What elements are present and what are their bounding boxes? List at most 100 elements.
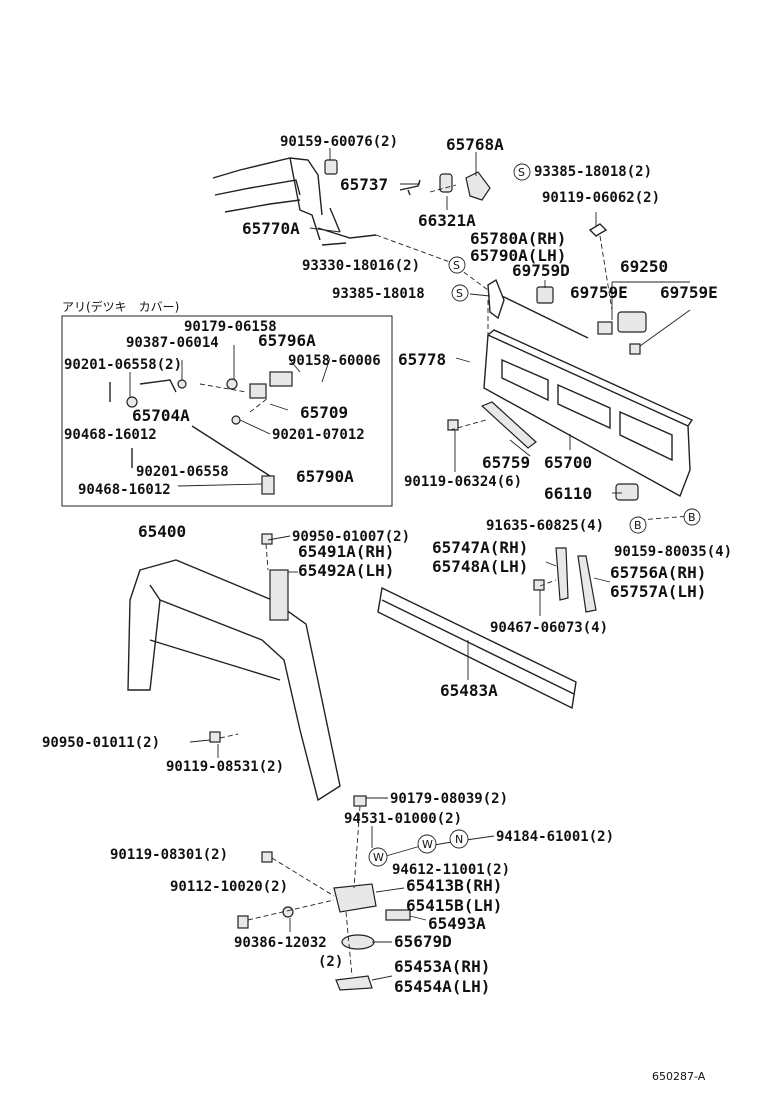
label-65492a-lh: 65492A(LH) — [298, 561, 394, 580]
label-90179-06158: 90179-06158 — [184, 319, 277, 335]
label-65778: 65778 — [398, 350, 446, 369]
label-90159-80035: 90159-80035(4) — [614, 544, 732, 560]
label-90112-10020: 90112-10020(2) — [170, 879, 288, 895]
label-69759e-a: 69759E — [570, 283, 628, 302]
label-90179-08039: 90179-08039(2) — [390, 791, 508, 807]
part-66321a-drawing — [439, 173, 453, 193]
label-65493a: 65493A — [428, 914, 486, 933]
symbol-w2: W — [417, 834, 437, 854]
symbol-s1: S — [513, 163, 531, 181]
symbol-n1: N — [449, 829, 469, 849]
label-65415b-lh: 65415B(LH) — [406, 896, 502, 915]
label-91635-60825: 91635-60825(4) — [486, 518, 604, 534]
inset-parts — [109, 371, 293, 495]
label-94531-01000: 94531-01000(2) — [344, 811, 462, 827]
label-90158-60006: 90158-60006 — [288, 353, 381, 369]
part-65493a-drawing — [385, 909, 411, 921]
block-69759d-drawing — [536, 286, 554, 304]
label-90386-12032: 90386-12032 — [234, 935, 327, 951]
label-90119-08301: 90119-08301(2) — [110, 847, 228, 863]
label-65757a-lh: 65757A(LH) — [610, 582, 706, 601]
explode-lines — [219, 184, 691, 977]
latch-drawing — [465, 171, 491, 201]
svg-text:W: W — [422, 838, 433, 851]
strip-65747a-drawing — [555, 547, 569, 601]
label-90468-16012-a: 90468-16012 — [64, 427, 157, 443]
svg-text:S: S — [456, 287, 463, 300]
symbol-w1: W — [368, 847, 388, 867]
leader-lines — [129, 148, 691, 981]
label-65759: 65759 — [482, 453, 530, 472]
label-65704a: 65704A — [132, 406, 190, 425]
link-rod-drawing — [317, 207, 377, 246]
lock-69250-drawing — [617, 311, 647, 333]
label-65453a-rh: 65453A(RH) — [394, 957, 490, 976]
svg-text:B: B — [688, 511, 696, 524]
label-65790a-lh: 65790A(LH) — [470, 246, 566, 265]
label-65756a-rh: 65756A(RH) — [610, 563, 706, 582]
svg-text:W: W — [373, 851, 384, 864]
label-69759e-b: 69759E — [660, 283, 718, 302]
label-93385-18018-2: 93385-18018(2) — [534, 164, 652, 180]
label-65737: 65737 — [340, 175, 388, 194]
svg-text:S: S — [453, 259, 460, 272]
bolt-drawing — [588, 223, 608, 237]
label-65768a: 65768A — [446, 135, 504, 154]
label-69759d: 69759D — [512, 261, 570, 280]
block-65491a-drawing — [269, 569, 289, 621]
label-90159-60076: 90159-60076(2) — [280, 134, 398, 150]
label-65400: 65400 — [138, 522, 186, 541]
tailgate-drawing — [483, 329, 694, 498]
label-90201-06558-2: 90201-06558(2) — [64, 357, 182, 373]
label-66321a: 66321A — [418, 211, 476, 230]
label-90468-16012-b: 90468-16012 — [78, 482, 171, 498]
label-69250: 69250 — [620, 257, 668, 276]
inset-title: アリ(デツキ カバー) — [62, 299, 179, 314]
label-65454a-lh: 65454A(LH) — [394, 977, 490, 996]
label-93385-18018: 93385-18018 — [332, 286, 425, 302]
label-94612-11001: 94612-11001(2) — [392, 862, 510, 878]
label-65709: 65709 — [300, 403, 348, 422]
label-65700: 65700 — [544, 453, 592, 472]
label-93330-18016: 93330-18016(2) — [302, 258, 420, 274]
symbol-b2: B — [683, 508, 701, 526]
figure-code: 650287-A — [652, 1070, 706, 1083]
label-65780a-rh: 65780A(RH) — [470, 229, 566, 248]
strip-65756a-drawing — [577, 555, 597, 613]
small-bolts — [209, 159, 641, 929]
label-90950-01007: 90950-01007(2) — [292, 529, 410, 545]
symbol-s2: S — [448, 256, 466, 274]
svg-text:B: B — [634, 519, 642, 532]
label-65748a-lh: 65748A(LH) — [432, 557, 528, 576]
label-65679d: 65679D — [394, 932, 452, 951]
label-90387-06014: 90387-06014 — [126, 335, 219, 351]
svg-text:N: N — [455, 833, 463, 846]
part-66110-drawing — [615, 483, 639, 501]
label-90950-01011: 90950-01011(2) — [42, 735, 160, 751]
svg-text:S: S — [518, 166, 525, 179]
label-65483a: 65483A — [440, 681, 498, 700]
label-90119-06062: 90119-06062(2) — [542, 190, 660, 206]
tailgate-cable-drawing — [501, 295, 589, 339]
pad-65759-drawing — [480, 401, 537, 449]
bracket-65413b-drawing — [333, 883, 377, 913]
part-labels: 90159-60076(2) 65768A 65737 93385-18018(… — [42, 134, 732, 1083]
symbol-b1: B — [629, 516, 647, 534]
label-65796a: 65796A — [258, 331, 316, 350]
label-65413b-rh: 65413B(RH) — [406, 876, 502, 895]
label-65491a-rh: 65491A(RH) — [298, 542, 394, 561]
label-qty-2: (2) — [318, 954, 343, 970]
label-90119-06324: 90119-06324(6) — [404, 474, 522, 490]
inset-box — [61, 315, 393, 507]
hinge-bracket-drawing — [487, 278, 505, 320]
label-65790a: 65790A — [296, 467, 354, 486]
part-65679d-drawing — [341, 934, 375, 950]
clip-69759e-drawing — [597, 321, 613, 335]
label-90119-08531: 90119-08531(2) — [166, 759, 284, 775]
bracket-65453a-drawing — [335, 975, 373, 991]
label-90201-06558: 90201-06558 — [136, 464, 229, 480]
symbol-s3: S — [451, 284, 469, 302]
hook-drawing — [399, 179, 421, 196]
